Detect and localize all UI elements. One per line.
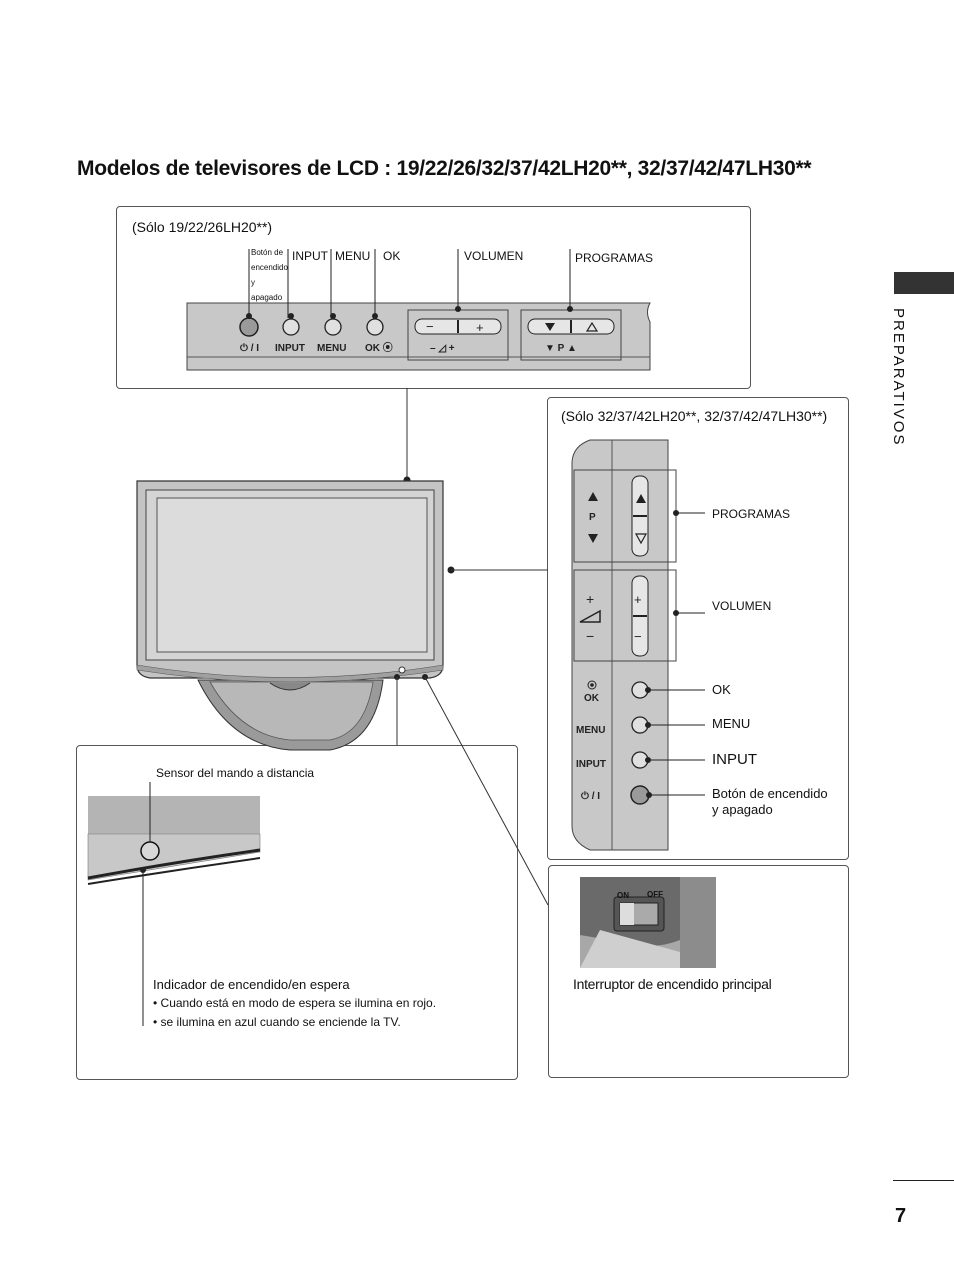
switch-on-text: ON (617, 891, 629, 900)
top-power-symbol: ⏻ / I (240, 342, 259, 354)
page-number-rule (893, 1180, 954, 1181)
top-vol-text: – ◿ + (430, 343, 455, 354)
ok-button-icon (366, 318, 384, 336)
side-input-label: INPUT (712, 751, 757, 768)
svg-text:+: + (586, 591, 594, 607)
top-prog-text: ▼ P ▲ (545, 343, 577, 354)
side-menu-label: MENU (712, 716, 751, 731)
side-ok-label: OK (712, 682, 731, 697)
section-tab-label: PREPARATIVOS (890, 308, 907, 447)
switch-off-text: OFF (647, 890, 663, 899)
sensor-label: Sensor del mando a distancia (156, 766, 315, 780)
side-box-caption: (Sólo 32/37/42LH20**, 32/37/42/47LH30**) (561, 408, 828, 424)
page-title: Modelos de televisores de LCD : 19/22/26… (77, 157, 812, 180)
side-p-text: P (589, 512, 596, 523)
top-input-label: INPUT (292, 249, 328, 263)
side-power-symbol: ⏻ / I (581, 790, 600, 802)
top-programs-label: PROGRAMAS (575, 251, 654, 265)
side-ok-text: OK (584, 693, 600, 704)
svg-text:−: − (426, 319, 434, 334)
input-button-icon (282, 318, 300, 336)
indicator-bullet-standby: • Cuando está en modo de espera se ilumi… (153, 996, 437, 1010)
top-power-label: Botón de encendido y apagado (251, 248, 288, 302)
side-power-label-line1: Botón de encendido (712, 786, 828, 801)
top-ok-text: OK ⦿ (365, 341, 393, 354)
side-programs-label: PROGRAMAS (712, 507, 791, 521)
top-control-strip: − + (186, 249, 651, 371)
svg-text:+: + (476, 320, 484, 335)
side-control-panel: + − + − (571, 439, 705, 851)
power-switch-photo (580, 877, 716, 968)
svg-text:−: − (586, 628, 594, 644)
side-volume-label: VOLUMEN (712, 599, 772, 613)
sensor-closeup (87, 782, 261, 1026)
top-menu-text: MENU (317, 343, 346, 354)
page-number: 7 (895, 1205, 907, 1227)
remote-sensor-icon (140, 841, 160, 861)
side-input-text: INPUT (576, 759, 606, 770)
menu-button-icon (324, 318, 342, 336)
power-switch-caption: Interruptor de encendido principal (573, 976, 772, 992)
tv-illustration (136, 480, 455, 751)
side-menu-text: MENU (576, 725, 605, 736)
side-power-label-line2: y apagado (712, 802, 773, 817)
svg-text:−: − (634, 629, 642, 644)
indicator-title: Indicador de encendido/en espera (153, 977, 350, 992)
power-button-icon (239, 317, 259, 337)
top-volume-label: VOLUMEN (464, 249, 524, 263)
top-menu-label: MENU (335, 249, 371, 263)
section-tab-marker (894, 272, 954, 294)
svg-text:+: + (634, 592, 642, 607)
top-box-caption: (Sólo 19/22/26LH20**) (132, 219, 273, 235)
top-input-text: INPUT (275, 343, 305, 354)
top-ok-label: OK (383, 249, 401, 263)
indicator-bullet-on: • se ilumina en azul cuando se enciende … (153, 1015, 401, 1029)
